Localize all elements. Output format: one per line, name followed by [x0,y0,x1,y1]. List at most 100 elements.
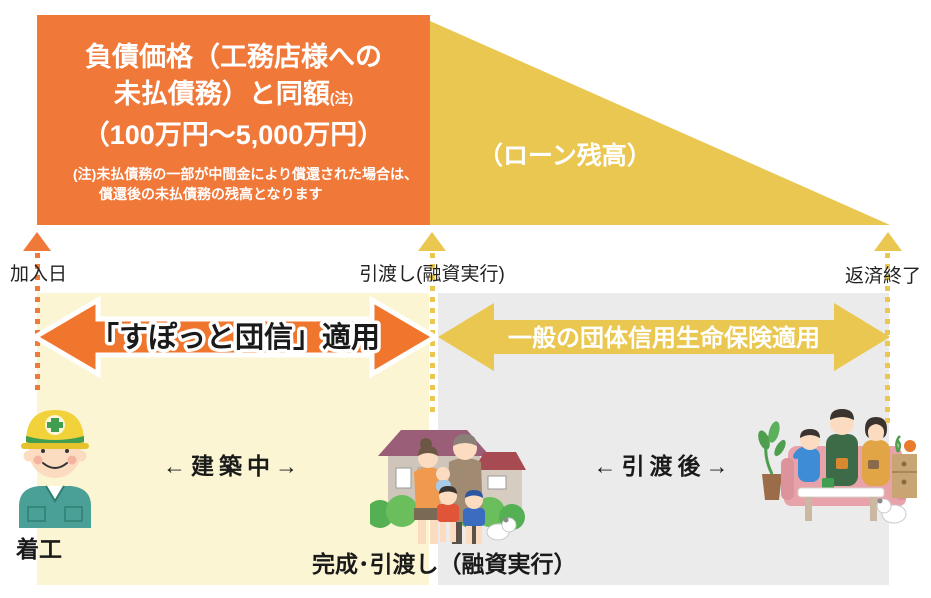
child-blue-leg-right [476,524,482,544]
worker-cheek-left [33,455,43,465]
child-blue-shirt [463,508,485,526]
worker-body [19,485,91,528]
debt-amount-title: 負債価格（工務店様への 未払債務）と同額(注) （100万円～5,000万円） [37,39,430,154]
worker-smile [42,462,68,469]
table-leg-left [805,497,812,521]
house-wing-roof [474,452,526,470]
debt-footnote-line1: (注)未払債務の一部が中間金により償還された場合は、 [73,166,419,182]
dog-ear [503,517,509,523]
worker-eye-right [65,449,69,453]
alarm-clock [904,440,916,452]
enrollment-date-arrow-icon [23,232,51,251]
green-cross-icon [47,418,63,432]
debt-title-line2: 未払債務）と同額 [113,79,330,109]
loan-balance-shape [430,21,890,225]
family-house-illustration [370,430,526,544]
mother-leg-right [430,516,438,544]
handover-label: 引渡し(融資実行) [359,264,505,285]
father-hair [453,434,477,446]
spot-danshin-coverage-arrow: 「すぽっと団信」適用 [30,295,440,379]
house-window-1 [395,467,412,489]
sofa-mother-hair [865,417,887,438]
plant-leaf-3 [774,439,786,457]
mother-cup [868,460,879,469]
sofa-father [826,409,858,486]
debt-title-line1: 負債価格（工務店様への [85,42,382,72]
loan-balance-triangle [430,21,890,225]
completion-handover-label: 完成･引渡し（融資実行） [312,551,577,577]
debt-footnote: (注)未払債務の一部が中間金により償還された場合は、 償還後の未払債務の残高とな… [73,164,430,204]
child-blue-cap [465,490,483,498]
general-danshin-coverage-arrow: 一般の団体信用生命保険適用 [438,303,890,371]
repayment-end-label: 返済終了 [845,266,922,287]
debt-footnote-line2: 償還後の未払債務の残高となります [99,186,323,202]
boy-hair [800,429,820,438]
boy-shirt [798,448,820,482]
enrollment-dotted-line [35,253,40,393]
repayment-end-dotted-line [885,253,890,428]
table-mug [822,478,834,490]
worker-cheek-right [67,455,77,465]
note-reference-mark: (注) [329,90,354,106]
worker-eye-left [41,449,45,453]
sofa-armrest-left [781,458,794,500]
mother-figure [414,438,451,544]
worker-pocket-right [64,506,83,522]
construction-worker-illustration [19,410,91,528]
cabinet-body [892,454,917,498]
sofa-dog-ear [877,498,883,504]
mother-hair [418,446,438,456]
father-leg-right [468,520,478,544]
mother-skirt [414,508,442,520]
plant-leaf-1 [758,430,770,450]
sofa-father-hair [830,409,854,420]
side-cabinet [892,435,917,498]
dog [486,517,517,541]
plant-pot [762,474,782,500]
baby-head [436,467,450,481]
father-leg-left [452,520,462,544]
under-construction-label: ←建築中→ [163,453,303,479]
handover-arrow-icon [418,232,446,251]
child-red-shirt [437,504,459,522]
table-top [797,487,885,498]
mother-leg-left [418,516,426,544]
bush-2 [386,495,418,527]
child-red-leg-right [450,520,456,542]
general-danshin-label: 一般の団体信用生命保険適用 [508,324,820,352]
after-handover-label: ←引渡後→ [593,453,734,479]
spot-danshin-label: 「すぽっと団信」適用 [90,320,380,354]
enrollment-date-label: 加入日 [10,264,68,285]
spot-danshin-arrow-shape [30,295,440,379]
cabinet-plant [895,435,901,453]
construction-start-label: 着工 [16,536,62,562]
child-red-figure [437,486,459,542]
debt-amount-box: 負債価格（工務店様への 未払債務）と同額(注) （100万円～5,000万円） … [37,15,430,225]
plant-leaf-2 [768,421,780,443]
worker-helmet [21,410,89,449]
table-leg-right [870,497,877,521]
general-danshin-arrow-shape [438,303,890,371]
sofa-dog [876,498,907,524]
worker-collar-line [45,485,65,503]
cabinet-knob-2 [901,479,907,485]
debt-amount-range: （100万円～5,000万円） [82,120,385,150]
sofa-boy [793,429,820,482]
houseplant [758,421,786,500]
worker-pocket-left [27,506,46,522]
mother-body [414,467,442,512]
sofa-mother [862,417,890,486]
cabinet-knob-1 [901,461,907,467]
house-window-3 [487,475,507,490]
family-sofa-illustration [758,409,917,524]
child-red-leg-left [440,520,446,542]
child-blue-leg-left [466,524,472,544]
coffee-table [797,478,885,521]
loan-balance-label: （ローン残高） [478,142,652,170]
child-red-hair [439,486,457,494]
helmet-brim [21,443,89,449]
worker-jacket [19,486,91,528]
worker-collar [46,486,64,501]
father-cup [836,458,848,469]
